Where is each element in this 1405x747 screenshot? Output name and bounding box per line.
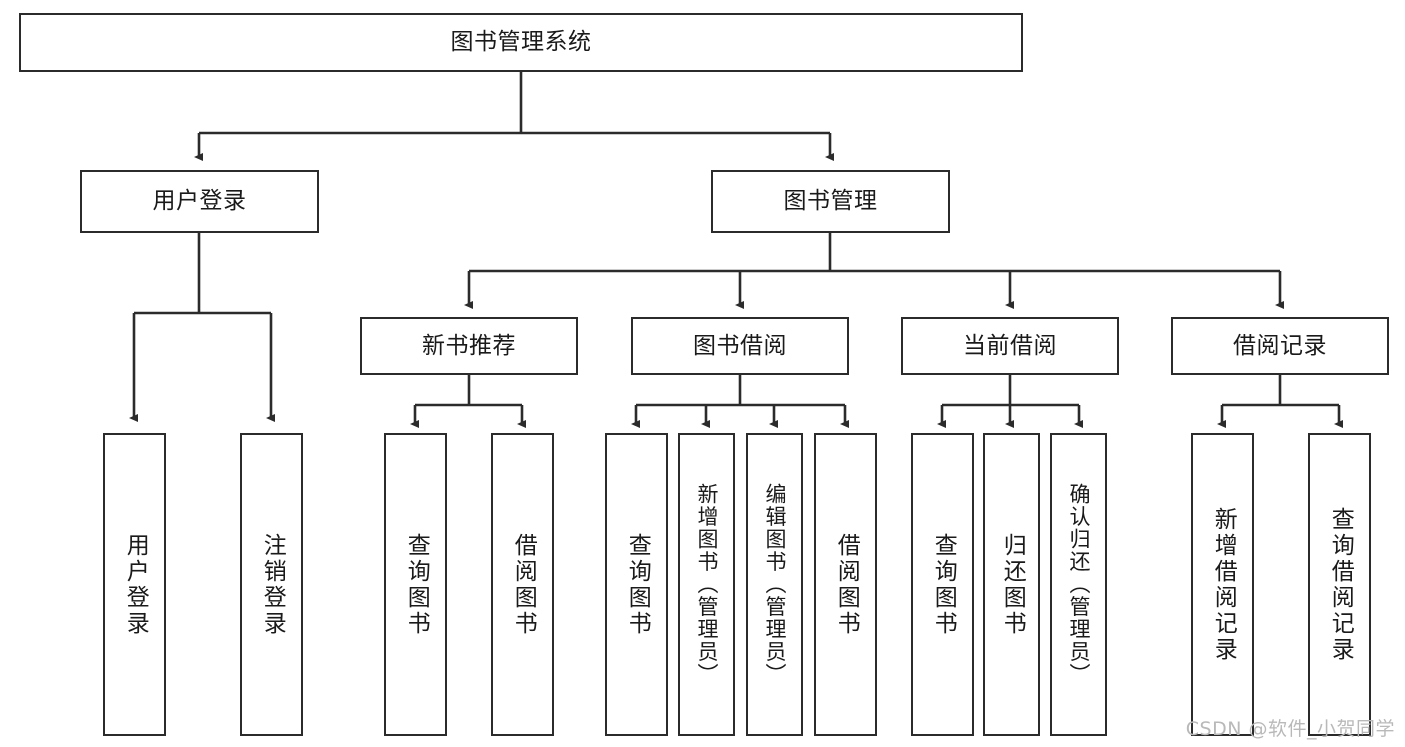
- node-leaf-return-book[interactable]: 归还图书: [983, 433, 1040, 736]
- node-current-borrow-label: 当前借阅: [963, 332, 1057, 359]
- node-leaf-query-record[interactable]: 查询借阅记录: [1308, 433, 1371, 736]
- node-leaf-query-book-3-label: 查询图书: [930, 532, 957, 637]
- node-leaf-logout[interactable]: 注销登录: [240, 433, 303, 736]
- watermark-text: CSDN @软件_小贺同学: [1185, 718, 1395, 740]
- node-leaf-edit-book[interactable]: 编辑图书（管理员）: [746, 433, 803, 736]
- node-current-borrow[interactable]: 当前借阅: [901, 317, 1119, 375]
- node-leaf-add-record[interactable]: 新增借阅记录: [1191, 433, 1254, 736]
- node-leaf-query-book-2[interactable]: 查询图书: [605, 433, 668, 736]
- node-leaf-return-book-label: 归还图书: [999, 532, 1026, 637]
- node-leaf-borrow-book-2-label: 借阅图书: [833, 532, 860, 637]
- node-leaf-confirm-return-label: 确认归还（管理员）: [1066, 483, 1091, 686]
- node-new-book-rec-label: 新书推荐: [422, 332, 516, 359]
- node-leaf-query-book-3[interactable]: 查询图书: [911, 433, 974, 736]
- node-leaf-logout-label: 注销登录: [259, 532, 286, 637]
- node-leaf-borrow-book-1-label: 借阅图书: [510, 532, 537, 637]
- node-leaf-confirm-return[interactable]: 确认归还（管理员）: [1050, 433, 1107, 736]
- node-user-login[interactable]: 用户登录: [80, 170, 319, 233]
- node-book-manage-label: 图书管理: [783, 188, 878, 215]
- node-borrow-record-label: 借阅记录: [1233, 332, 1327, 359]
- node-borrow-record[interactable]: 借阅记录: [1171, 317, 1389, 375]
- node-user-login-label: 用户登录: [152, 188, 247, 215]
- node-leaf-edit-book-label: 编辑图书（管理员）: [762, 483, 787, 686]
- node-book-borrow-label: 图书借阅: [693, 332, 787, 359]
- node-leaf-add-book[interactable]: 新增图书（管理员）: [678, 433, 735, 736]
- node-leaf-borrow-book-2[interactable]: 借阅图书: [814, 433, 877, 736]
- node-leaf-query-record-label: 查询借阅记录: [1327, 506, 1354, 663]
- node-root-label: 图书管理系统: [450, 29, 592, 56]
- node-leaf-query-book-2-label: 查询图书: [624, 532, 651, 637]
- node-new-book-rec[interactable]: 新书推荐: [360, 317, 578, 375]
- node-leaf-query-book-1-label: 查询图书: [403, 532, 430, 637]
- node-book-borrow[interactable]: 图书借阅: [631, 317, 849, 375]
- node-leaf-query-book-1[interactable]: 查询图书: [384, 433, 447, 736]
- node-leaf-user-login-label: 用户登录: [122, 532, 149, 637]
- node-book-manage[interactable]: 图书管理: [711, 170, 950, 233]
- node-leaf-add-book-label: 新增图书（管理员）: [694, 483, 719, 686]
- node-root[interactable]: 图书管理系统: [19, 13, 1023, 72]
- node-leaf-user-login[interactable]: 用户登录: [103, 433, 166, 736]
- node-leaf-add-record-label: 新增借阅记录: [1210, 506, 1237, 663]
- node-leaf-borrow-book-1[interactable]: 借阅图书: [491, 433, 554, 736]
